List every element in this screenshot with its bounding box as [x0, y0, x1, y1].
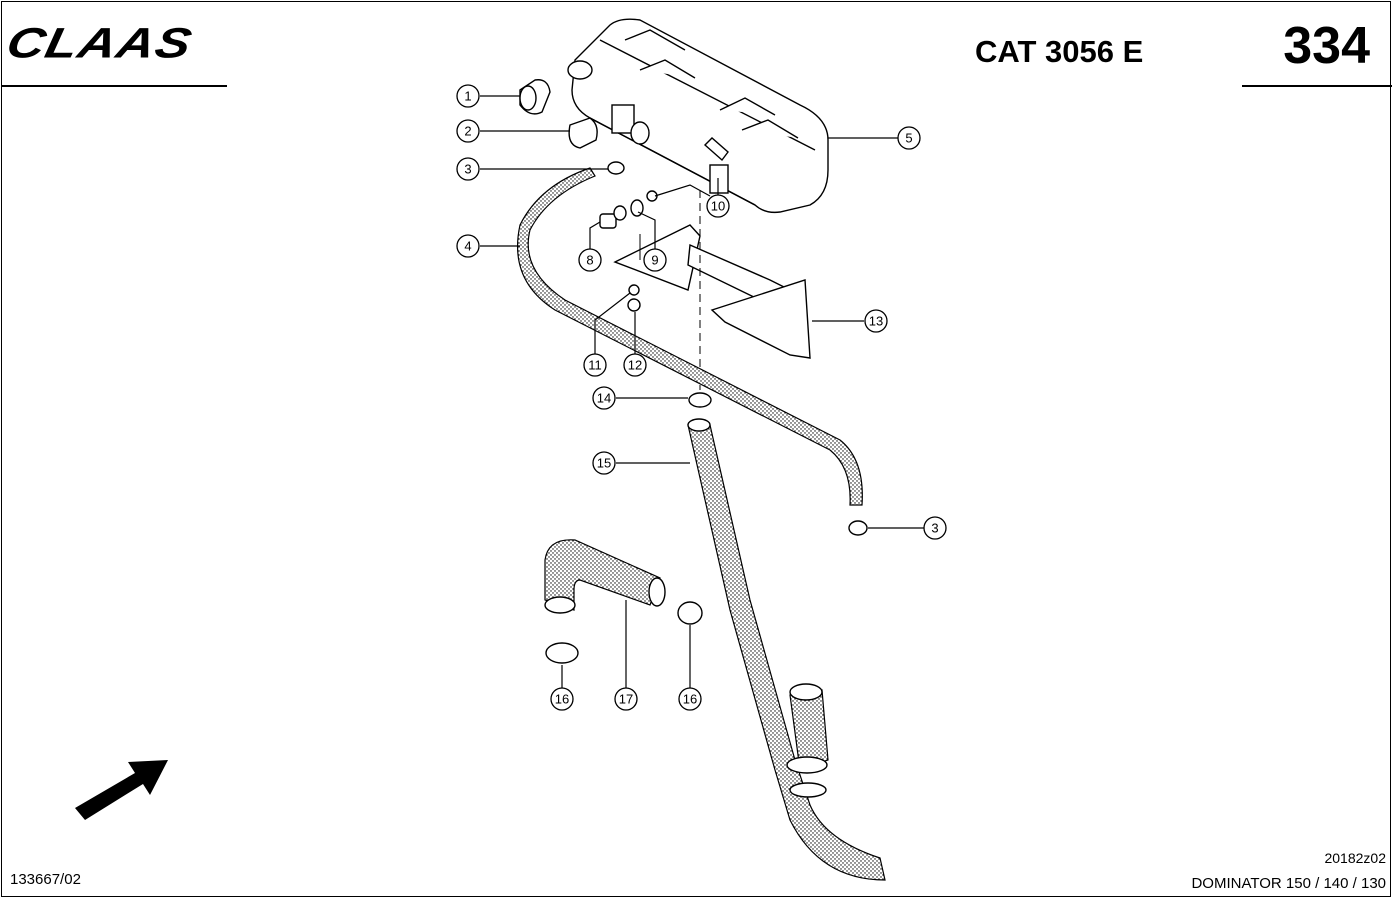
- callout-3-top: 3: [456, 157, 480, 181]
- svg-text:4: 4: [464, 239, 471, 254]
- svg-text:1: 1: [464, 89, 471, 104]
- callout-12: 12: [623, 353, 647, 377]
- callout-17: 17: [614, 687, 638, 711]
- hose-clamp-16-left: [545, 642, 579, 664]
- callout-16-right: 16: [678, 687, 702, 711]
- callout-16-left: 16: [550, 687, 574, 711]
- callout-4: 4: [456, 234, 480, 258]
- overflow-hose: [516, 167, 863, 506]
- callout-3-bottom: 3: [923, 516, 947, 540]
- document-id: 133667/02: [10, 871, 81, 888]
- callout-10: 10: [706, 194, 730, 218]
- svg-text:15: 15: [597, 456, 611, 471]
- direction-arrow: [75, 760, 168, 820]
- mounting-bracket: [613, 224, 792, 301]
- nut: [627, 298, 641, 312]
- svg-text:16: 16: [683, 692, 697, 707]
- header-rule-left: [1, 85, 227, 87]
- filler-cap: [519, 79, 551, 115]
- callout-14: 14: [592, 386, 616, 410]
- callout-1: 1: [456, 84, 480, 108]
- svg-text:10: 10: [711, 199, 725, 214]
- hose-clamp-14: [688, 392, 712, 408]
- header-rule-right: [1242, 85, 1392, 87]
- callout-15: 15: [592, 451, 616, 475]
- hose-clamp-top: [607, 161, 625, 175]
- svg-text:11: 11: [588, 358, 602, 373]
- machine-models: DOMINATOR 150 / 140 / 130: [1191, 875, 1386, 892]
- callout-8: 8: [578, 248, 602, 272]
- image-id: 20182z02: [1324, 850, 1386, 866]
- pressure-cap: [568, 117, 650, 149]
- svg-text:17: 17: [619, 692, 633, 707]
- svg-text:3: 3: [464, 162, 471, 177]
- callout-2: 2: [456, 119, 480, 143]
- svg-text:3: 3: [931, 521, 938, 536]
- hose-clamp-16-right: [677, 601, 703, 625]
- svg-text:16: 16: [555, 692, 569, 707]
- hose-clamp-bottom: [848, 520, 868, 536]
- return-hose: [687, 424, 886, 881]
- svg-text:14: 14: [597, 391, 611, 406]
- expansion-tank: [567, 18, 829, 214]
- callout-13: 13: [864, 309, 888, 333]
- svg-text:12: 12: [628, 358, 642, 373]
- elbow-hose: [544, 539, 661, 611]
- callout-5: 5: [897, 126, 921, 150]
- svg-text:9: 9: [651, 253, 658, 268]
- svg-text:5: 5: [905, 131, 912, 146]
- callout-9: 9: [643, 248, 667, 272]
- drain-plug: [599, 205, 627, 229]
- sealing-ring: [630, 199, 644, 217]
- svg-text:13: 13: [869, 314, 883, 329]
- engine-model: CAT 3056 E: [975, 34, 1144, 69]
- support-bracket: [710, 279, 811, 359]
- callout-11: 11: [583, 353, 607, 377]
- washer: [628, 284, 640, 296]
- svg-text:2: 2: [464, 124, 471, 139]
- svg-text:8: 8: [586, 253, 593, 268]
- page-number: 334: [1283, 17, 1370, 75]
